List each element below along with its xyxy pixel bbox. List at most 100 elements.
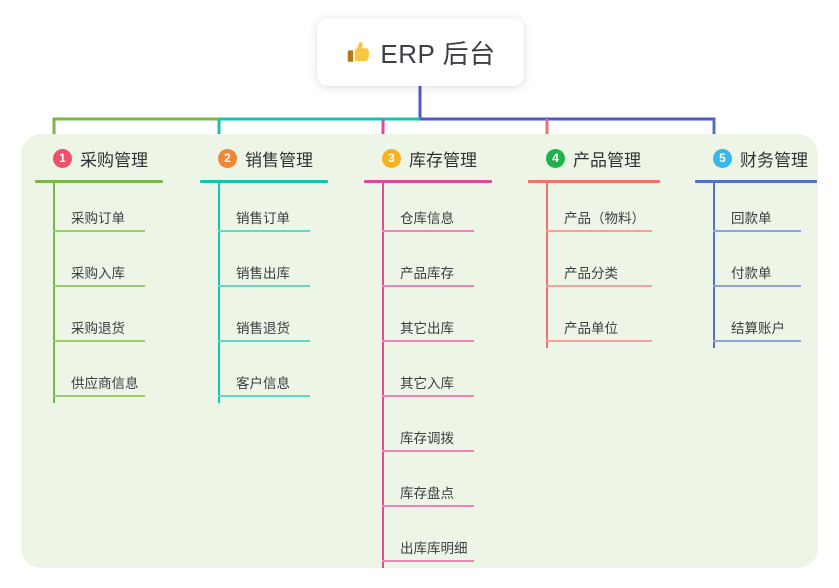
branch-item[interactable]: 销售退货 [200, 293, 328, 348]
branch-header-rule [200, 180, 328, 183]
branch-item-rule [713, 285, 801, 287]
branch-header[interactable]: 5 财务管理 [695, 145, 817, 171]
branch-item[interactable]: 库存盘点 [364, 458, 492, 513]
branch-title: 财务管理 [740, 150, 808, 170]
branch-column: 5 财务管理回款单付款单结算账户 [695, 145, 817, 348]
branch-item-rule [218, 340, 310, 342]
branch-spine [382, 183, 384, 568]
branch-title: 库存管理 [409, 150, 477, 170]
branch-item-label: 仓库信息 [400, 211, 454, 226]
branch-index-badge: 2 [218, 148, 237, 168]
branch-item-rule [382, 560, 474, 562]
branch-item[interactable]: 产品分类 [528, 238, 660, 293]
branch-item[interactable]: 其它入库 [364, 348, 492, 403]
branch-header-rule [695, 180, 817, 183]
branch-item-label: 回款单 [731, 211, 772, 226]
branches-panel [21, 134, 818, 568]
branch-item[interactable]: 销售订单 [200, 183, 328, 238]
branch-spine [713, 183, 715, 348]
branch-index-badge: 1 [53, 148, 72, 168]
branch-item[interactable]: 付款单 [695, 238, 817, 293]
branch-header[interactable]: 3 库存管理 [364, 145, 492, 171]
branch-header-rule [364, 180, 492, 183]
branch-spine [53, 183, 55, 403]
branch-item-label: 产品分类 [564, 266, 618, 281]
branch-item-list: 仓库信息产品库存其它出库其它入库库存调拨库存盘点出库库明细 [364, 183, 492, 568]
branch-index-badge: 3 [382, 148, 401, 168]
branch-item-rule [546, 285, 652, 287]
branch-item-rule [53, 285, 145, 287]
branch-index-badge: 5 [713, 148, 732, 168]
branch-header[interactable]: 1 采购管理 [35, 145, 163, 171]
branch-item[interactable]: 客户信息 [200, 348, 328, 403]
branch-item-label: 付款单 [731, 266, 772, 281]
branch-column: 4 产品管理产品（物料） 产品分类产品单位 [528, 145, 660, 348]
branch-item-rule [53, 340, 145, 342]
branch-item-rule [546, 340, 652, 342]
branch-item-rule [53, 395, 145, 397]
branch-item-label: 产品库存 [400, 266, 454, 281]
branch-item-rule [218, 285, 310, 287]
branch-item-rule [382, 340, 474, 342]
branch-item-rule [382, 450, 474, 452]
branch-header[interactable]: 4 产品管理 [528, 145, 660, 171]
branch-item-label: 供应商信息 [71, 376, 139, 391]
branch-item-rule [382, 505, 474, 507]
branch-item[interactable]: 其它出库 [364, 293, 492, 348]
branch-item[interactable]: 回款单 [695, 183, 817, 238]
branch-item-rule [218, 230, 310, 232]
branch-item-label: 产品单位 [564, 321, 618, 336]
branch-item-label: 销售退货 [236, 321, 290, 336]
branch-item-list: 回款单付款单结算账户 [695, 183, 817, 348]
branch-item[interactable]: 产品单位 [528, 293, 660, 348]
branch-item[interactable]: 结算账户 [695, 293, 817, 348]
branch-column: 3 库存管理仓库信息产品库存其它出库其它入库库存调拨库存盘点出库库明细 [364, 145, 492, 568]
branch-item-rule [713, 340, 801, 342]
branch-item-label: 产品（物料） [564, 211, 645, 226]
branch-item-label: 其它出库 [400, 321, 454, 336]
branch-item[interactable]: 销售出库 [200, 238, 328, 293]
branch-column: 1 采购管理采购订单采购入库采购退货供应商信息 [35, 145, 163, 403]
branch-item-label: 销售订单 [236, 211, 290, 226]
branch-title: 采购管理 [80, 150, 148, 170]
thumbs-up-icon [345, 39, 371, 65]
branch-index-badge: 4 [546, 148, 565, 168]
branch-item-label: 客户信息 [236, 376, 290, 391]
branch-item-label: 采购入库 [71, 266, 125, 281]
branch-item[interactable]: 库存调拨 [364, 403, 492, 458]
branch-item-label: 其它入库 [400, 376, 454, 391]
branch-item-label: 库存盘点 [400, 486, 454, 501]
branch-item-label: 销售出库 [236, 266, 290, 281]
branch-item-rule [546, 230, 652, 232]
branch-item[interactable]: 产品库存 [364, 238, 492, 293]
branch-item[interactable]: 采购订单 [35, 183, 163, 238]
branch-header[interactable]: 2 销售管理 [200, 145, 328, 171]
branch-item-rule [713, 230, 801, 232]
branch-item-label: 结算账户 [731, 321, 785, 336]
root-node[interactable]: ERP 后台 [317, 18, 524, 86]
branch-header-rule [35, 180, 163, 183]
branch-item-rule [382, 285, 474, 287]
branch-item-rule [53, 230, 145, 232]
branch-item[interactable]: 采购入库 [35, 238, 163, 293]
branch-column: 2 销售管理销售订单销售出库销售退货客户信息 [200, 145, 328, 403]
branch-header-rule [528, 180, 660, 183]
branch-item-rule [382, 395, 474, 397]
branch-item[interactable]: 产品（物料） [528, 183, 660, 238]
branch-item[interactable]: 采购退货 [35, 293, 163, 348]
branch-item-label: 采购订单 [71, 211, 125, 226]
branch-item[interactable]: 仓库信息 [364, 183, 492, 238]
branch-item-label: 采购退货 [71, 321, 125, 336]
root-title: ERP 后台 [380, 38, 496, 69]
branch-item-rule [382, 230, 474, 232]
branch-item-label: 出库库明细 [400, 541, 468, 556]
branch-item[interactable]: 供应商信息 [35, 348, 163, 403]
branch-title: 销售管理 [245, 150, 313, 170]
branch-spine [218, 183, 220, 403]
branch-title: 产品管理 [573, 150, 641, 170]
branch-item[interactable]: 出库库明细 [364, 513, 492, 568]
branch-item-list: 产品（物料） 产品分类产品单位 [528, 183, 660, 348]
branch-item-list: 采购订单采购入库采购退货供应商信息 [35, 183, 163, 403]
branch-item-rule [218, 395, 310, 397]
